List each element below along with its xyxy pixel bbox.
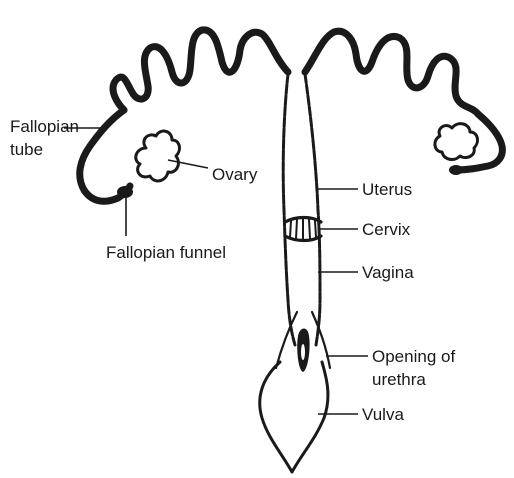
label-urethra-line2: urethra bbox=[372, 370, 426, 389]
right-fallopian-funnel bbox=[449, 165, 463, 175]
label-fallopian-tube-line1: Fallopian bbox=[10, 117, 79, 136]
label-vagina: Vagina bbox=[362, 263, 414, 282]
cervix-stripes bbox=[290, 218, 316, 240]
urethral-opening-highlight bbox=[301, 344, 305, 360]
leader-ovary bbox=[168, 160, 208, 168]
uterus-outline-right bbox=[305, 74, 320, 345]
left-ovary bbox=[136, 131, 180, 181]
left-fallopian-tube-coil-inner bbox=[113, 30, 288, 110]
label-uterus: Uterus bbox=[362, 180, 412, 199]
vulva-outline bbox=[260, 362, 328, 472]
left-fallopian-funnel bbox=[117, 186, 133, 198]
right-ovary bbox=[435, 124, 478, 160]
right-fallopian-tube-coil-inner bbox=[305, 31, 478, 114]
uterus-outline bbox=[283, 74, 295, 345]
label-fallopian-tube-line2: tube bbox=[10, 140, 43, 159]
label-urethra-line1: Opening of bbox=[372, 347, 455, 366]
label-ovary: Ovary bbox=[212, 165, 258, 184]
label-cervix: Cervix bbox=[362, 220, 411, 239]
labia-right bbox=[312, 312, 330, 368]
label-fallopian-funnel: Fallopian funnel bbox=[106, 243, 226, 262]
right-fallopian-tube-coil bbox=[305, 31, 478, 114]
label-vulva: Vulva bbox=[362, 405, 404, 424]
